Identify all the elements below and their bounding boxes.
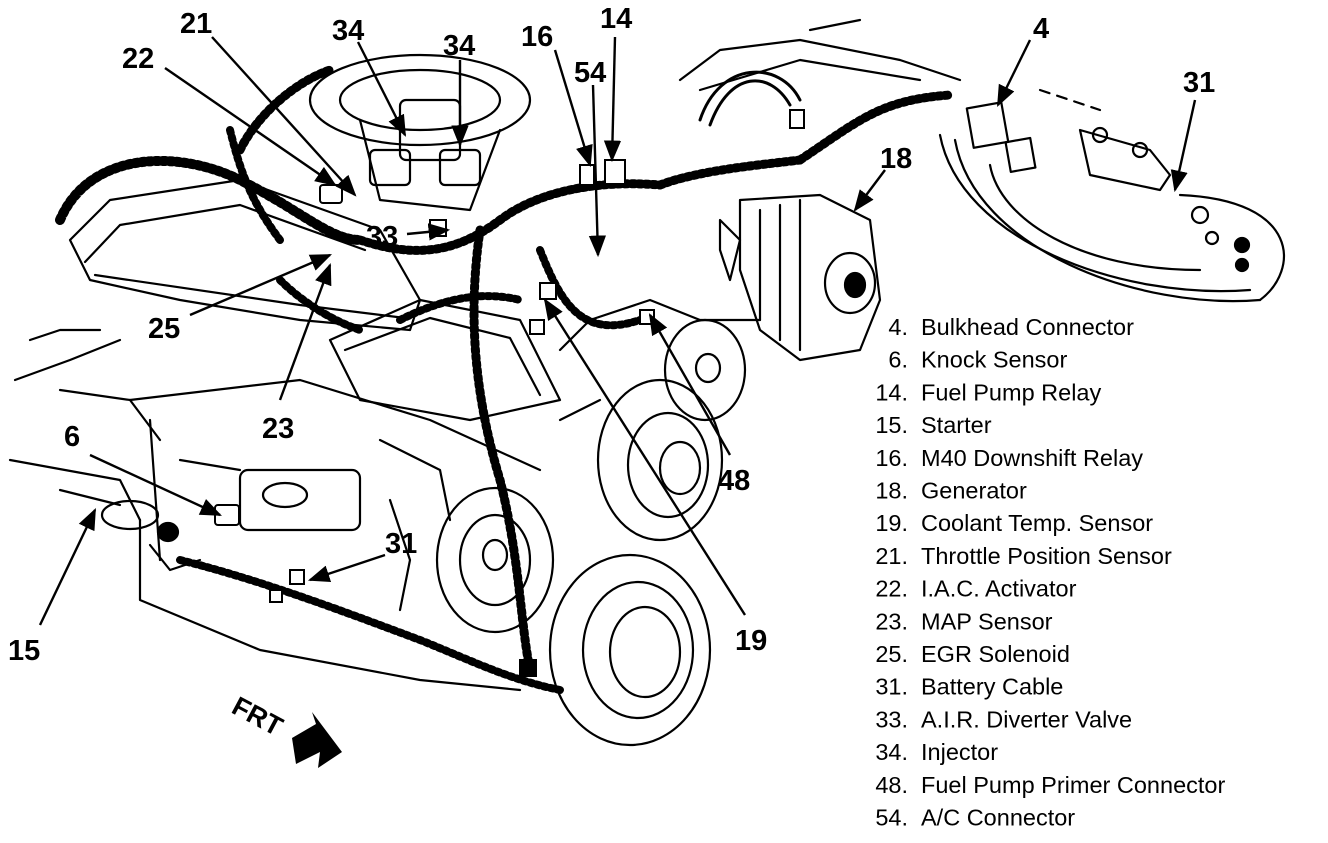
legend-item-number: 23. bbox=[875, 608, 908, 634]
bulkhead-area bbox=[678, 18, 1037, 173]
callout-leaders bbox=[38, 36, 1197, 626]
callout-6: 6 bbox=[64, 421, 80, 453]
wiring-harness bbox=[55, 65, 955, 694]
legend-item: 6. Knock Sensor bbox=[888, 347, 1067, 373]
generator-alternator bbox=[718, 193, 882, 362]
legend-item-number: 21. bbox=[875, 543, 908, 569]
engine-block bbox=[128, 378, 542, 692]
callout-34a: 34 bbox=[332, 15, 364, 47]
legend-item-label: Generator bbox=[921, 478, 1027, 504]
engine-illustration bbox=[8, 18, 1286, 747]
legend-item: 25. EGR Solenoid bbox=[875, 641, 1070, 667]
callout-31b: 31 bbox=[385, 528, 417, 560]
callout-4: 4 bbox=[1033, 13, 1049, 45]
legend-item-label: Fuel Pump Primer Connector bbox=[921, 772, 1225, 798]
legend-item: 22. I.A.C. Activator bbox=[875, 576, 1076, 602]
throttle-body-unit bbox=[308, 53, 532, 212]
legend-item-label: EGR Solenoid bbox=[921, 641, 1070, 667]
legend-item: 14. Fuel Pump Relay bbox=[875, 379, 1101, 405]
legend-item-number: 54. bbox=[875, 805, 908, 831]
legend-item-label: A/C Connector bbox=[921, 805, 1075, 831]
legend-item: 15. Starter bbox=[875, 412, 991, 438]
legend-item-number: 6. bbox=[888, 347, 908, 373]
legend-item-number: 31. bbox=[875, 674, 908, 700]
legend-item-number: 16. bbox=[875, 445, 908, 471]
callout-48: 48 bbox=[718, 465, 750, 497]
callout-19: 19 bbox=[735, 625, 767, 657]
legend-item: 54. A/C Connector bbox=[875, 805, 1075, 831]
callout-22: 22 bbox=[122, 43, 154, 75]
callout-16: 16 bbox=[521, 21, 553, 53]
callout-54: 54 bbox=[574, 57, 606, 89]
callout-14: 14 bbox=[600, 3, 632, 35]
right-valve-cover bbox=[328, 298, 562, 422]
connectors bbox=[214, 109, 805, 677]
legend-item-label: Knock Sensor bbox=[921, 347, 1067, 373]
legend: 4. Bulkhead Connector 6. Knock Sensor 14. Fue… bbox=[875, 314, 1225, 831]
legend-item: 19. Coolant Temp. Sensor bbox=[875, 510, 1153, 536]
legend-item-label: A.I.R. Diverter Valve bbox=[921, 706, 1132, 732]
callout-34b: 34 bbox=[443, 30, 475, 62]
callout-33: 33 bbox=[366, 221, 398, 253]
legend-item-label: MAP Sensor bbox=[921, 608, 1053, 634]
front-arrow-icon bbox=[292, 712, 342, 768]
legend-item-label: M40 Downshift Relay bbox=[921, 445, 1143, 471]
legend-item-number: 48. bbox=[875, 772, 908, 798]
water-pump-pulleys bbox=[558, 298, 762, 542]
legend-item-number: 14. bbox=[875, 379, 908, 405]
legend-item-number: 15. bbox=[875, 412, 908, 438]
legend-item: 23. MAP Sensor bbox=[875, 608, 1052, 634]
starter-motor bbox=[58, 488, 202, 572]
legend-item-label: Starter bbox=[921, 412, 992, 438]
legend-item-number: 34. bbox=[875, 739, 908, 765]
legend-item-label: Throttle Position Sensor bbox=[921, 543, 1172, 569]
legend-item: 18. Generator bbox=[875, 478, 1027, 504]
legend-item: 31. Battery Cable bbox=[875, 674, 1063, 700]
callout-numbers: 21 22 34 34 16 14 54 4 31 18 33 25 23 6 … bbox=[8, 3, 1215, 667]
crank-pulley bbox=[435, 486, 712, 747]
legend-item-label: Coolant Temp. Sensor bbox=[921, 510, 1153, 536]
legend-item-label: I.A.C. Activator bbox=[921, 576, 1077, 602]
battery-cable-assembly bbox=[938, 88, 1286, 303]
legend-item-label: Injector bbox=[921, 739, 998, 765]
legend-item: 21. Throttle Position Sensor bbox=[875, 543, 1172, 569]
callout-15: 15 bbox=[8, 635, 40, 667]
legend-item-number: 22. bbox=[875, 576, 908, 602]
front-indicator: FRT bbox=[227, 691, 342, 768]
legend-item-number: 25. bbox=[875, 641, 908, 667]
legend-item: 16. M40 Downshift Relay bbox=[875, 445, 1143, 471]
legend-item-number: 19. bbox=[875, 510, 908, 536]
legend-item-label: Fuel Pump Relay bbox=[921, 379, 1101, 405]
legend-item-label: Bulkhead Connector bbox=[921, 314, 1134, 340]
legend-item-label: Battery Cable bbox=[921, 674, 1063, 700]
callout-23: 23 bbox=[262, 413, 294, 445]
exhaust-manifold bbox=[8, 328, 162, 522]
front-label: FRT bbox=[227, 691, 288, 742]
legend-item: 33. A.I.R. Diverter Valve bbox=[875, 706, 1132, 732]
left-valve-cover bbox=[68, 178, 422, 332]
legend-item-number: 4. bbox=[888, 314, 908, 340]
legend-item-number: 33. bbox=[875, 706, 908, 732]
legend-item: 4. Bulkhead Connector bbox=[888, 314, 1134, 340]
legend-item-number: 18. bbox=[875, 478, 908, 504]
callout-21a: 21 bbox=[180, 8, 212, 40]
legend-item: 48. Fuel Pump Primer Connector bbox=[875, 772, 1225, 798]
callout-18: 18 bbox=[880, 143, 912, 175]
callout-31a: 31 bbox=[1183, 67, 1215, 99]
callout-25: 25 bbox=[148, 313, 180, 345]
legend-item: 34. Injector bbox=[875, 739, 998, 765]
